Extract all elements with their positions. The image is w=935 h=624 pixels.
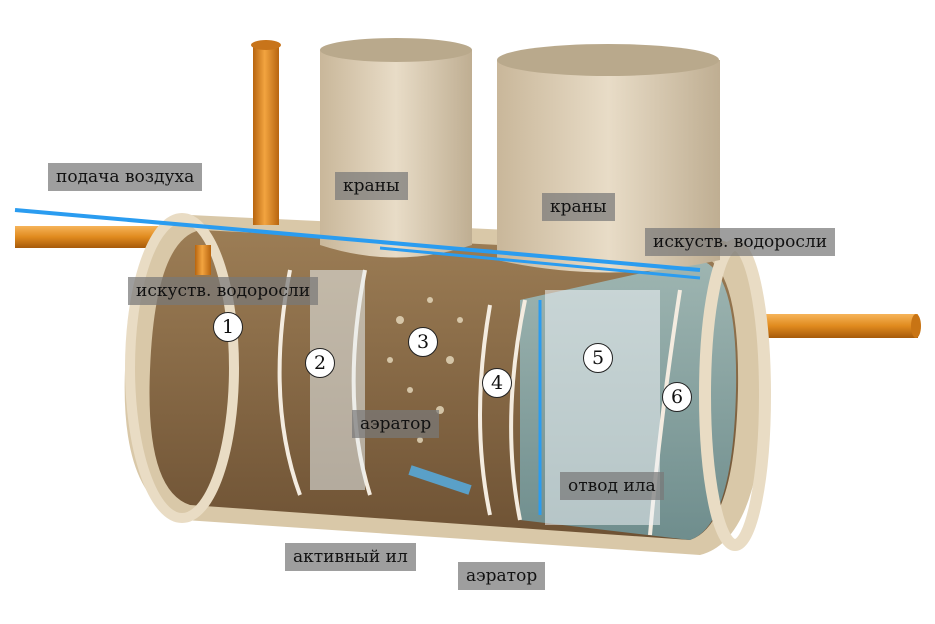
label-valves-left: краны [335, 172, 408, 200]
label-algae-left: искуств. водоросли [128, 277, 319, 305]
label-aerator-lower: аэратор [458, 562, 546, 590]
label-air-supply: подача воздуха [48, 163, 203, 191]
algae-left [310, 270, 365, 490]
chamber-number-3: 3 [408, 327, 438, 357]
label-active-sludge: активный ил [285, 543, 416, 571]
label-valves-right: краны [542, 193, 615, 221]
label-aerator-upper: аэратор [352, 410, 440, 438]
chamber-number-6: 6 [662, 382, 692, 412]
vent-pipe [253, 45, 279, 225]
inlet-pipe [15, 226, 185, 248]
chamber-number-5: 5 [583, 343, 613, 373]
chamber-number-2: 2 [305, 348, 335, 378]
label-algae-right: искуств. водоросли [645, 228, 836, 256]
chamber-number-4: 4 [482, 368, 512, 398]
riser-left [320, 50, 472, 258]
label-sludge-outlet: отвод ила [560, 472, 664, 500]
air-line [14, 208, 701, 272]
outlet-pipe [750, 314, 918, 338]
chamber-number-1: 1 [213, 312, 243, 342]
